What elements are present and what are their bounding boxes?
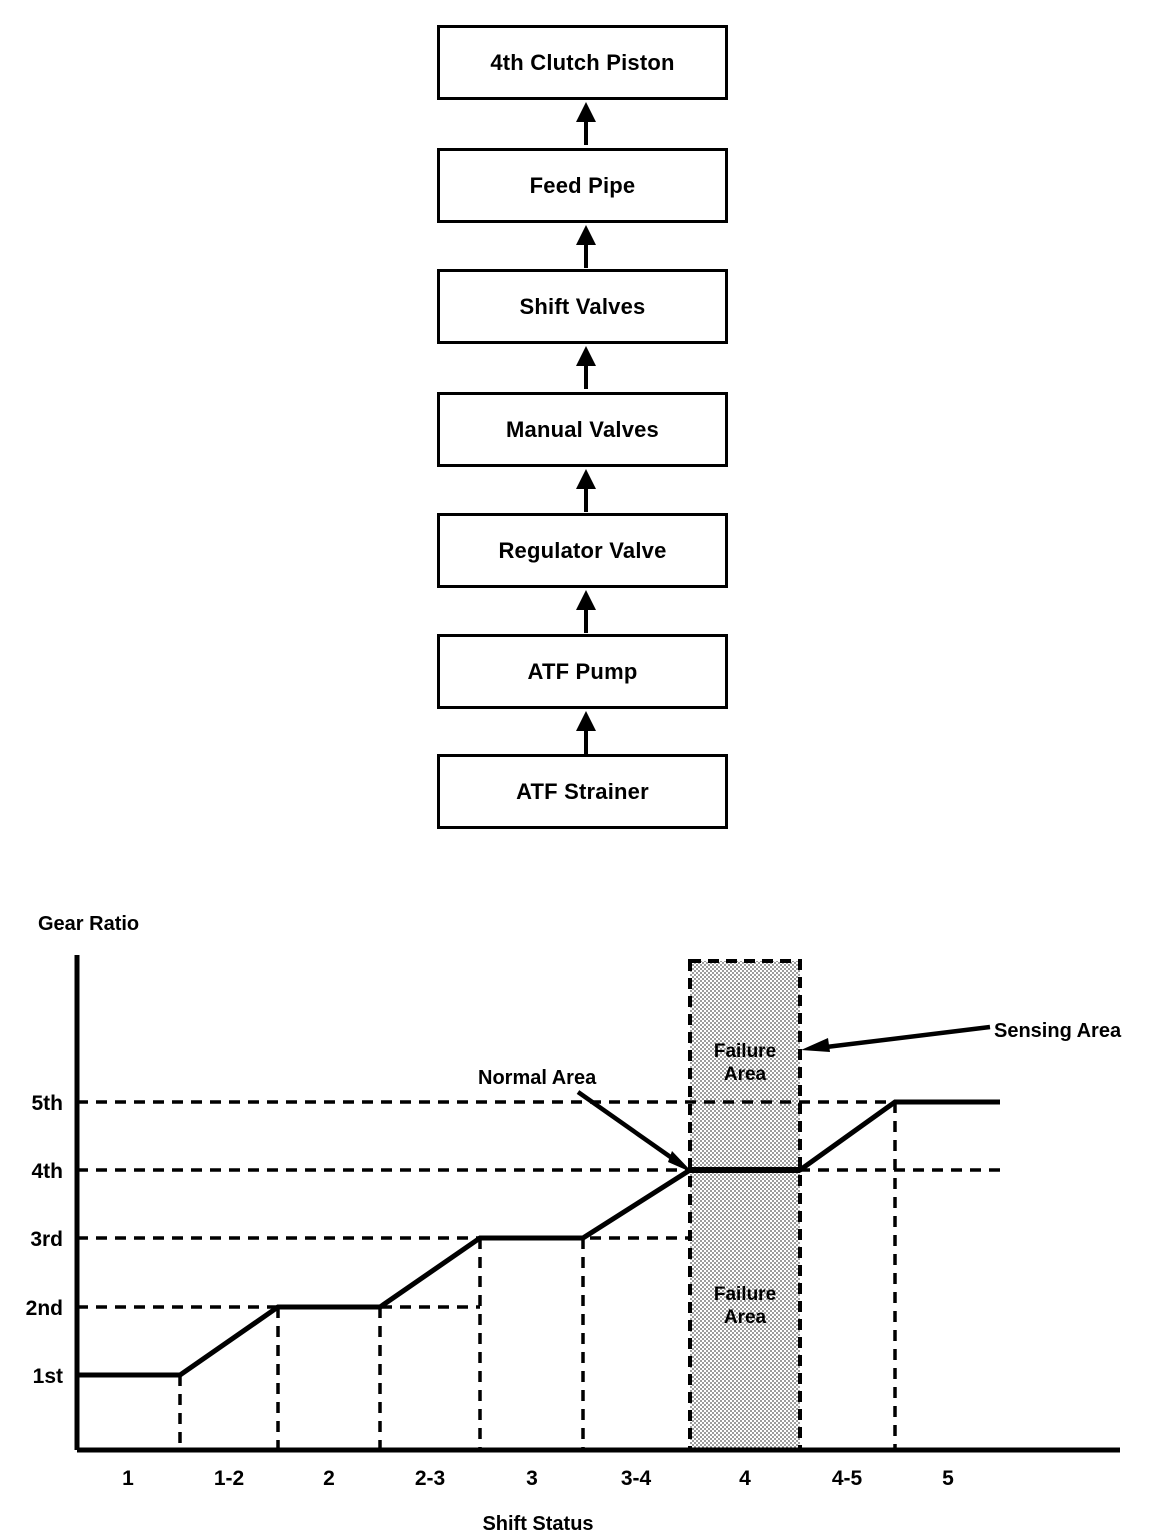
gear-ratio-series-line [77,1099,1000,1378]
y-tick-label-1st: 1st [33,1365,63,1388]
flow-box-atf-strainer[interactable]: ATF Strainer [437,754,728,829]
x-tick-label-3-4: 3-4 [621,1467,652,1490]
failure-area-label-upper-line2: Area [724,1064,767,1085]
gridlines [77,1100,1000,1309]
flow-box-feed-pipe[interactable]: Feed Pipe [437,148,728,223]
flow-box-label: Manual Valves [505,416,659,442]
y-tick-label-5th: 5th [32,1092,64,1115]
flow-box-4th-clutch-piston[interactable]: 4th Clutch Piston [437,25,728,100]
sensing-area-arrow-icon [801,1024,991,1052]
y-tick-label-4th: 4th [32,1160,64,1183]
flow-box-manual-valves[interactable]: Manual Valves [437,392,728,467]
y-axis-title: Gear Ratio [38,913,139,935]
flow-box-label: 4th Clutch Piston [490,49,675,75]
arrow-up-icon [576,590,596,633]
flow-box-shift-valves[interactable]: Shift Valves [437,269,728,344]
flow-box-label: Regulator Valve [498,537,667,563]
failure-area-label-lower-line1: Failure [714,1284,776,1305]
drop-lines [178,1102,897,1450]
arrow-up-icon [576,225,596,268]
flow-box-label: Feed Pipe [529,172,636,198]
x-tick-label-2-3: 2-3 [415,1467,445,1490]
x-tick-label-1-2: 1-2 [214,1467,244,1490]
x-axis-title: Shift Status [482,1513,593,1532]
failure-area-region [688,959,802,1452]
sensing-area-annotation-label: Sensing Area [994,1020,1122,1042]
arrow-up-icon [576,469,596,512]
y-tick-label-3rd: 3rd [30,1228,63,1251]
arrow-up-icon [576,102,596,145]
hydraulic-flow-diagram: 4th Clutch Piston Feed Pipe Shift Valves… [437,25,728,829]
flow-box-label: Shift Valves [519,293,646,319]
flow-box-label: ATF Pump [527,658,638,684]
normal-area-annotation-label: Normal Area [478,1067,597,1089]
flow-box-atf-pump[interactable]: ATF Pump [437,634,728,709]
failure-area-label-upper-line1: Failure [714,1041,776,1062]
x-tick-label-4-5: 4-5 [832,1467,863,1490]
flow-box-regulator-valve[interactable]: Regulator Valve [437,513,728,588]
y-tick-label-2nd: 2nd [26,1297,63,1320]
flow-box-label: ATF Strainer [516,778,649,804]
arrow-up-icon [576,346,596,389]
x-tick-label-2: 2 [323,1467,335,1490]
x-tick-label-4: 4 [739,1467,751,1490]
normal-area-arrow-icon [576,1090,693,1173]
x-tick-label-1: 1 [122,1467,134,1490]
x-tick-label-3: 3 [526,1467,538,1490]
arrow-up-icon [576,711,596,754]
x-tick-label-5: 5 [942,1467,954,1490]
gear-ratio-shift-status-chart: 5th 4th 3rd 2nd 1st Gear Ratio 1 1-2 2 2… [0,860,1152,1532]
failure-area-label-lower-line2: Area [724,1307,767,1328]
failure-area-rect [688,959,802,1452]
